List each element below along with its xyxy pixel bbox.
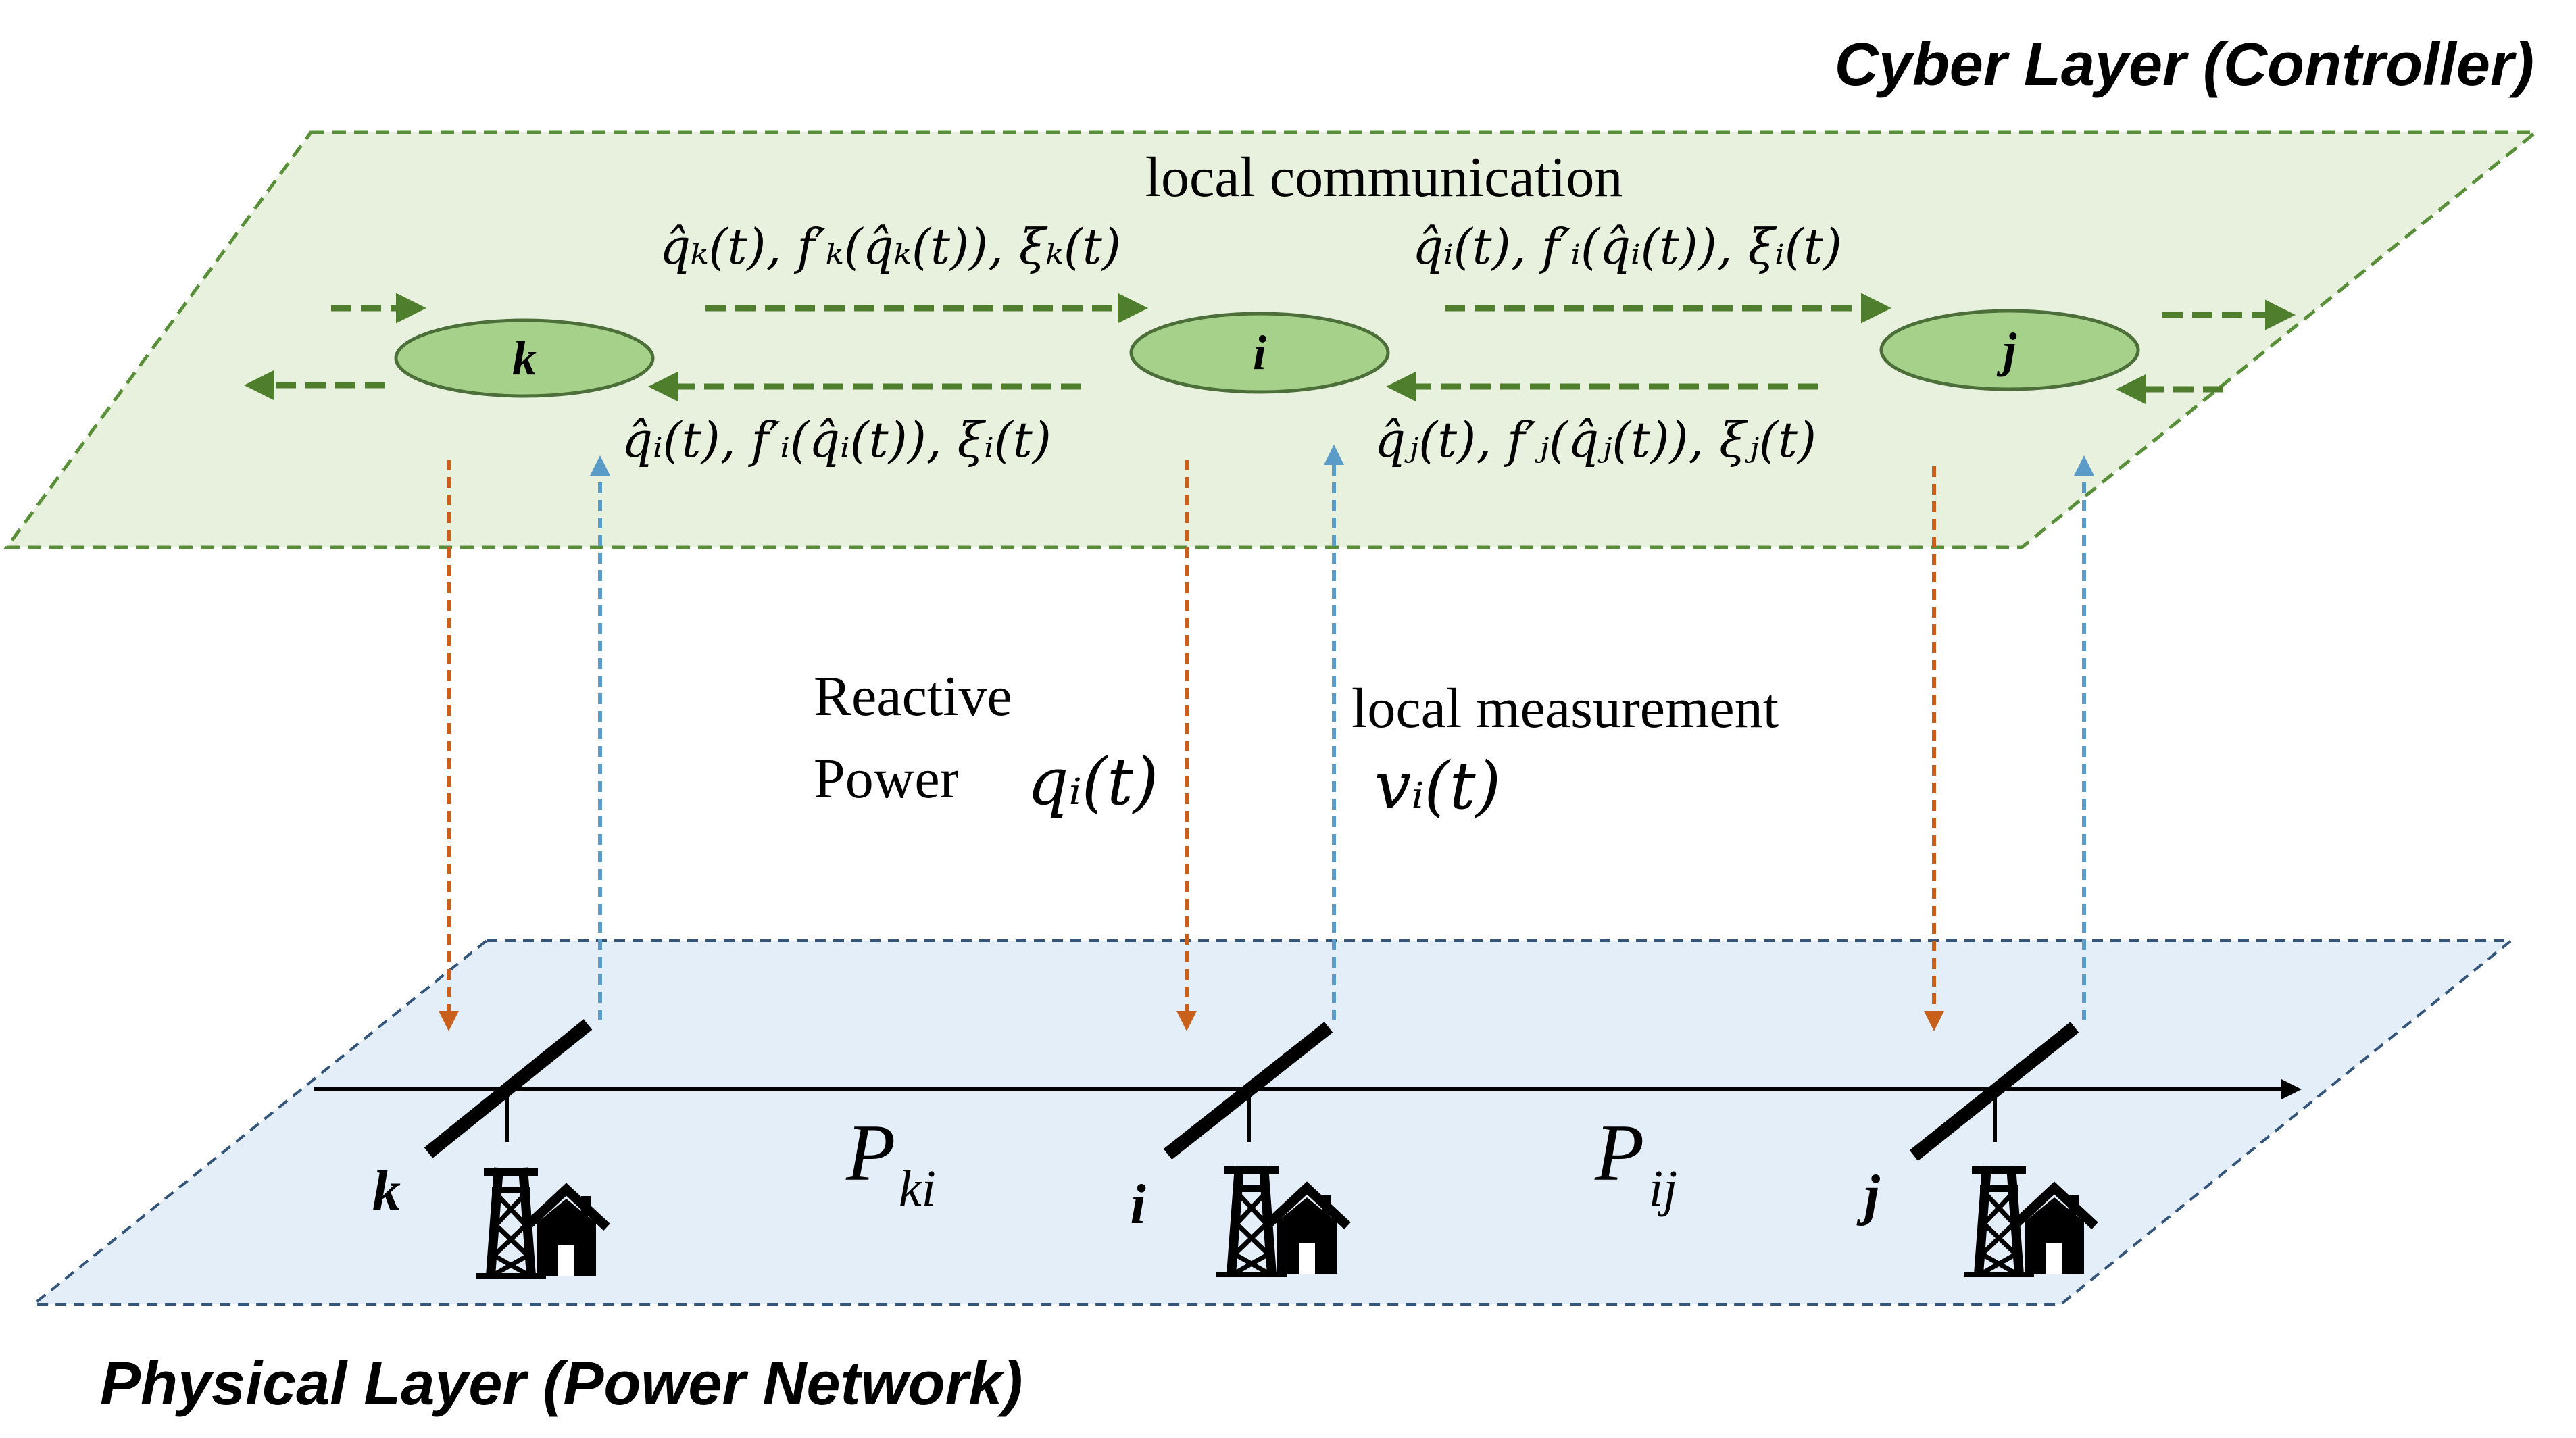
controller-node-k[interactable]: k (394, 318, 655, 398)
node-label-i: i (1253, 326, 1266, 380)
bus-label-k: k (372, 1160, 401, 1222)
cyber-layer-title: Cyber Layer (Controller) (1835, 31, 2534, 99)
controller-node-j[interactable]: j (1879, 309, 2140, 391)
svg-text:P: P (845, 1108, 895, 1197)
message-i-to-k: q̂ᵢ(t), f′ᵢ(q̂ᵢ(t)), ξᵢ(t) (622, 412, 1051, 468)
svg-text:ki: ki (899, 1160, 936, 1217)
svg-text:P: P (1594, 1108, 1644, 1197)
reactive-power-label-line1: Reactive (814, 665, 1012, 728)
message-j-to-i: q̂ⱼ(t), f′ⱼ(q̂ⱼ(t)), ξⱼ(t) (1374, 412, 1816, 468)
flow-label-ki: P ki (845, 1108, 936, 1217)
physical-layer-plane (30, 939, 2515, 1306)
node-label-k: k (512, 331, 537, 385)
reactive-power-label-line2: Power (814, 747, 959, 810)
bus-label-i: i (1130, 1173, 1145, 1236)
physical-layer-title: Physical Layer (Power Network) (100, 1350, 1023, 1418)
bus-bar-k (424, 1019, 593, 1158)
message-k-to-i: q̂ₖ(t), f′ₖ(q̂ₖ(t)), ξₖ(t) (660, 218, 1121, 275)
local-measurement-label: local measurement (1352, 677, 1779, 740)
reactive-power-symbol: qᵢ(t) (1027, 744, 1158, 820)
message-i-to-j: q̂ᵢ(t), f′ᵢ(q̂ᵢ(t)), ξᵢ(t) (1412, 218, 1842, 275)
controller-node-i[interactable]: i (1129, 312, 1390, 394)
svg-text:ij: ij (1649, 1160, 1677, 1217)
flow-label-ij: P ij (1594, 1108, 1677, 1217)
voltage-symbol: vᵢ(t) (1374, 748, 1501, 824)
local-communication-label: local communication (1145, 146, 1623, 209)
